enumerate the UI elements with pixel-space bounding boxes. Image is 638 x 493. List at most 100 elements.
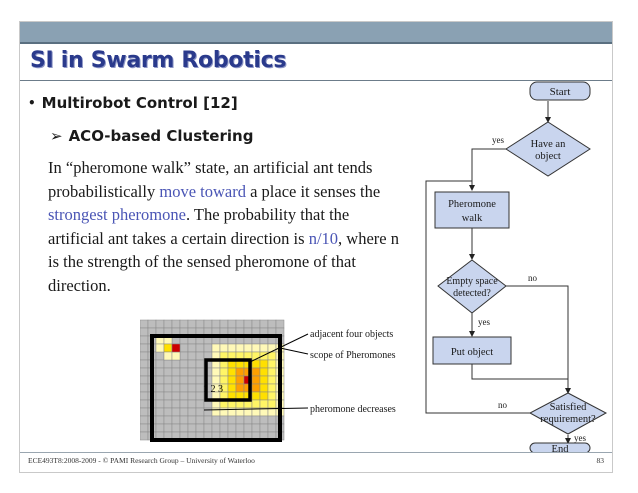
header-bar bbox=[20, 22, 612, 42]
grid-cell bbox=[179, 359, 189, 369]
grid-cell bbox=[251, 399, 261, 409]
grid-cell bbox=[187, 367, 197, 377]
grid-cell bbox=[211, 407, 221, 417]
grid-cell bbox=[259, 383, 269, 393]
grid-cell bbox=[171, 415, 181, 425]
para-highlight-2: strongest pheromone bbox=[48, 205, 186, 224]
slide: SI in Swarm Robotics •Multirobot Control… bbox=[20, 22, 612, 472]
grid-cell bbox=[155, 375, 165, 385]
grid-cell bbox=[211, 415, 221, 425]
sub-bullet-text: ACO-based Clustering bbox=[68, 127, 254, 145]
bullet-dot-icon: • bbox=[28, 96, 36, 110]
grid-cell bbox=[259, 423, 269, 433]
grid-cell bbox=[251, 319, 261, 329]
grid-cell bbox=[259, 367, 269, 377]
header-rule bbox=[20, 42, 612, 44]
para-highlight-3: n/10 bbox=[308, 228, 339, 248]
no-label-2: no bbox=[498, 400, 508, 410]
grid-cell bbox=[140, 391, 149, 401]
grid-cell bbox=[227, 367, 237, 377]
grid-cell bbox=[251, 359, 261, 369]
grid-cell bbox=[187, 375, 197, 385]
have-object-decision bbox=[505, 121, 591, 177]
grid-cell bbox=[163, 351, 173, 361]
grid-cell bbox=[147, 319, 157, 329]
grid-cell bbox=[155, 319, 165, 329]
grid-cell bbox=[243, 319, 253, 329]
grid-cell bbox=[163, 391, 173, 401]
title-rule bbox=[20, 80, 612, 81]
grid-cell bbox=[195, 343, 205, 353]
grid-cell bbox=[203, 423, 213, 433]
grid-cell bbox=[163, 423, 173, 433]
grid-cell bbox=[195, 407, 205, 417]
grid-cell bbox=[140, 359, 149, 369]
grid-cell bbox=[251, 367, 261, 377]
grid-cell bbox=[163, 375, 173, 385]
pointer-line-3 bbox=[203, 407, 309, 411]
grid-cell bbox=[140, 407, 149, 417]
grid-cell bbox=[187, 359, 197, 369]
grid-cell bbox=[259, 319, 269, 329]
grid-cell bbox=[195, 319, 205, 329]
grid-cell bbox=[203, 407, 213, 417]
grid-cell bbox=[211, 343, 221, 353]
grid-cell bbox=[203, 319, 213, 329]
body-paragraph: In “pheromone walk” state, an artificial… bbox=[48, 156, 408, 297]
end-node bbox=[529, 442, 591, 453]
grid-cell bbox=[259, 351, 269, 361]
grid-cell bbox=[219, 367, 229, 377]
label-scope: scope of Pheromones bbox=[310, 350, 396, 361]
grid-cell bbox=[275, 319, 285, 329]
yes-label-1: yes bbox=[492, 135, 504, 145]
para-text-3: . The probability that the artificial an… bbox=[48, 205, 350, 248]
grid-cell bbox=[235, 343, 245, 353]
footer-text: ECE493T8:2008-2009 - © PAMI Research Gro… bbox=[28, 456, 255, 465]
grid-cell bbox=[163, 415, 173, 425]
grid-cell bbox=[267, 423, 277, 433]
grid-cell bbox=[235, 423, 245, 433]
grid-cell bbox=[259, 359, 269, 369]
sub-bullet-item: ➢ACO-based Clustering bbox=[50, 127, 253, 145]
grid-cell bbox=[179, 383, 189, 393]
grid-cell bbox=[211, 375, 221, 385]
grid-cell bbox=[155, 359, 165, 369]
grid-cell bbox=[267, 391, 277, 401]
grid-cell bbox=[155, 343, 165, 353]
grid-cell bbox=[267, 359, 277, 369]
para-text-1: In “pheromone walk” state, an artificial… bbox=[48, 158, 373, 201]
grid-cell bbox=[235, 383, 245, 393]
grid-cell bbox=[267, 367, 277, 377]
grid-cell bbox=[259, 375, 269, 385]
empty-space-decision bbox=[437, 259, 507, 314]
grid-cell bbox=[267, 383, 277, 393]
grid-cell bbox=[179, 375, 189, 385]
grid-cell bbox=[227, 343, 237, 353]
grid-cell bbox=[155, 415, 165, 425]
grid-cell bbox=[195, 359, 205, 369]
grid-cell bbox=[140, 431, 149, 441]
grid-cell bbox=[227, 415, 237, 425]
grid-cell bbox=[267, 399, 277, 409]
object-cell bbox=[171, 343, 181, 353]
grid-cell bbox=[140, 383, 149, 393]
put-object-node bbox=[432, 336, 512, 365]
grid-cell bbox=[195, 375, 205, 385]
grid-cell bbox=[243, 415, 253, 425]
grid-cell bbox=[163, 367, 173, 377]
grid-cell bbox=[163, 399, 173, 409]
grid-cell bbox=[235, 367, 245, 377]
have-object-label-2: object bbox=[535, 151, 561, 162]
grid-cell bbox=[219, 319, 229, 329]
grid-cell bbox=[171, 359, 181, 369]
grid-cell bbox=[155, 383, 165, 393]
grid-cell bbox=[187, 407, 197, 417]
grid-cell bbox=[267, 319, 277, 329]
grid-cell bbox=[195, 415, 205, 425]
grid-cell bbox=[140, 327, 149, 337]
grid-cell bbox=[179, 351, 189, 361]
grid-cell bbox=[171, 351, 181, 361]
start-label: Start bbox=[550, 86, 571, 98]
grid-cell bbox=[179, 407, 189, 417]
pointer-line-1 bbox=[249, 333, 309, 363]
